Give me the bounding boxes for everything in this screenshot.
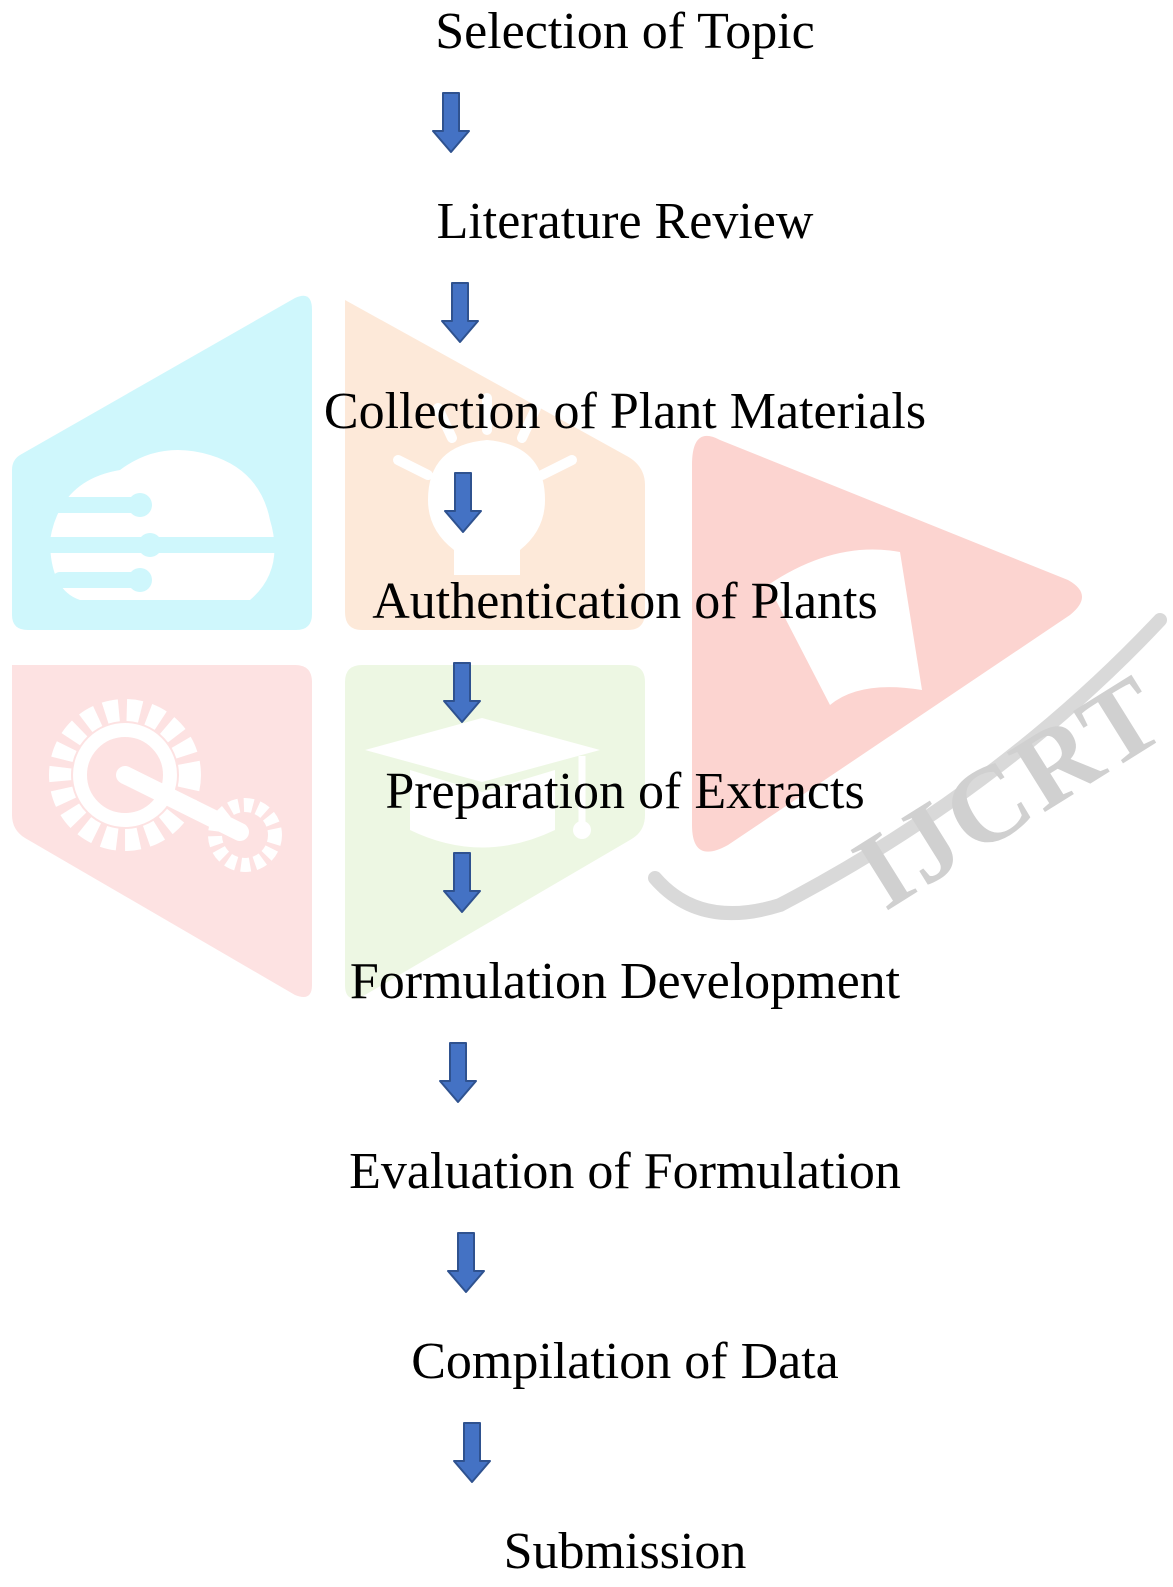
step-selection-of-topic: Selection of Topic (435, 3, 815, 60)
gears-icon (12, 665, 312, 998)
down-arrow-icon (439, 1042, 477, 1103)
step-evaluation-of-formulation: Evaluation of Formulation (349, 1143, 901, 1200)
graduation-cap-icon (345, 665, 645, 999)
down-arrow-icon (447, 1232, 485, 1293)
step-literature-review: Literature Review (436, 193, 814, 250)
down-arrow-icon (453, 1422, 491, 1483)
book-play-icon (692, 435, 1083, 852)
step-authentication-of-plants: Authentication of Plants (372, 573, 878, 630)
step-compilation-of-data: Compilation of Data (411, 1333, 839, 1390)
step-collection-of-plant-materials: Collection of Plant Materials (323, 383, 927, 440)
down-arrow-icon (443, 662, 481, 723)
step-formulation-development: Formulation Development (349, 953, 901, 1010)
cloud-circuit-icon (12, 295, 312, 630)
down-arrow-icon (441, 282, 479, 343)
down-arrow-icon (444, 472, 482, 533)
step-submission: Submission (503, 1523, 747, 1580)
step-preparation-of-extracts: Preparation of Extracts (385, 763, 865, 820)
down-arrow-icon (443, 852, 481, 913)
down-arrow-icon (432, 92, 470, 153)
